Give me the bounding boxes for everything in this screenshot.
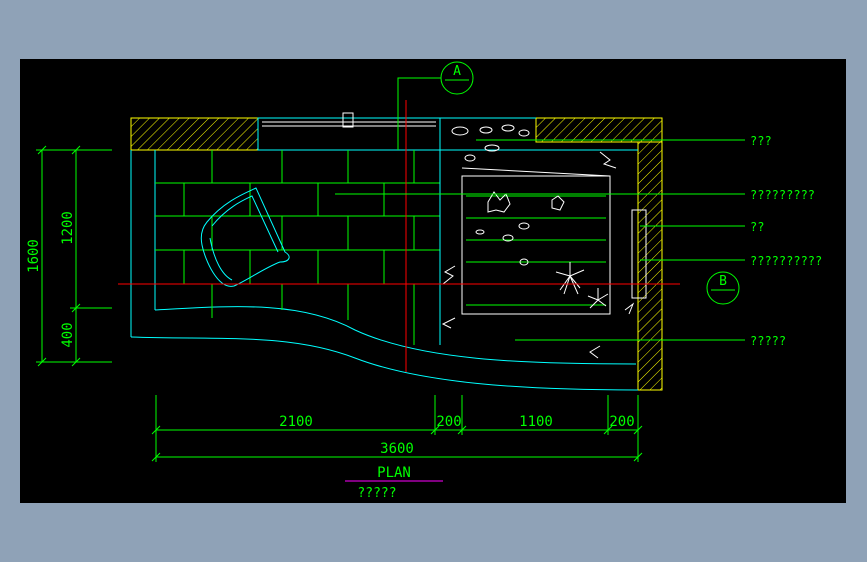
axis-marker-b-label: B — [719, 274, 727, 289]
vertical-dimension-lines — [36, 145, 112, 367]
dim-1200: 1200 — [60, 211, 76, 245]
callout-label-1: ??? — [750, 134, 772, 148]
horizontal-dimension-lines — [151, 395, 643, 462]
callout-leaders — [335, 139, 745, 341]
dim-3600: 3600 — [380, 441, 414, 457]
wall-hatch — [130, 117, 663, 391]
brick-paving — [155, 150, 440, 345]
axis-marker-a-label: A — [453, 64, 461, 79]
drawing-title: PLAN — [377, 465, 411, 481]
callout-label-4: ?????????? — [750, 254, 822, 268]
drawing-title-block: PLAN ????? — [345, 465, 443, 501]
callout-label-5: ????? — [750, 334, 786, 348]
lounge-chair — [200, 187, 290, 287]
planter-box — [439, 149, 647, 345]
dim-1100: 1100 — [519, 414, 553, 430]
callout-labels: ??? ????????? ?? ?????????? ????? — [750, 134, 822, 348]
dim-1600: 1600 — [26, 239, 42, 273]
cad-viewport[interactable]: A B ??? ????????? ?? ?????????? ????? — [20, 59, 846, 503]
axis-marker-b: B — [706, 271, 740, 305]
axis-lines — [118, 100, 680, 372]
axis-marker-a: A — [397, 61, 474, 150]
horizontal-dimension-labels: 2100 200 1100 200 3600 — [279, 414, 635, 457]
drawing-subtitle: ????? — [357, 486, 396, 501]
callout-label-3: ?? — [750, 220, 764, 234]
vertical-dimension-labels: 1600 1200 400 — [26, 211, 76, 348]
dim-200-right: 200 — [609, 414, 634, 430]
callout-label-2: ????????? — [750, 188, 815, 202]
window — [257, 112, 441, 151]
dim-200-left: 200 — [436, 414, 461, 430]
room-outline — [130, 117, 639, 391]
plants — [441, 124, 635, 359]
dim-2100: 2100 — [279, 414, 313, 430]
dim-400: 400 — [60, 322, 76, 347]
